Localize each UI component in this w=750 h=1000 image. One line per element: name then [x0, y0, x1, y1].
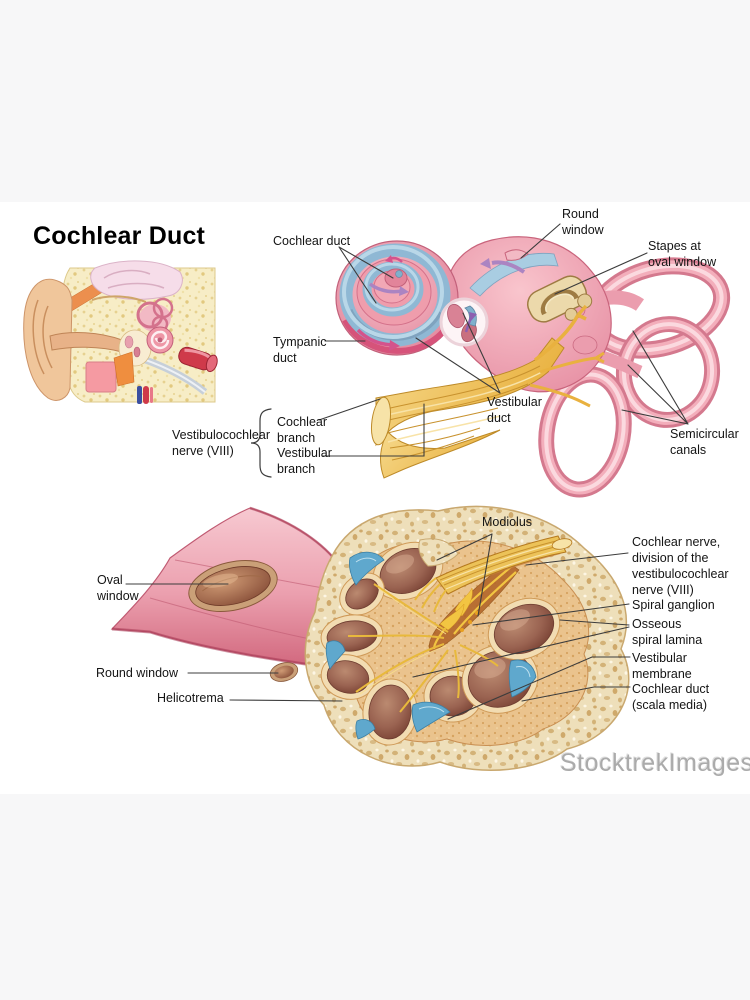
bone-notch [418, 538, 459, 567]
label-vestibular-membrane: Vestibular membrane [632, 651, 692, 681]
label-cochlear-branch: Cochlear branch [277, 415, 328, 445]
label-oval-window: Oval window [97, 573, 139, 603]
tube-shade [111, 627, 313, 667]
labyrinth-figure [335, 236, 731, 498]
label-stapes-oval-window: Stapes at oval window [648, 239, 717, 269]
artery-vessel [143, 386, 149, 404]
spiral-ganglion-dot [468, 620, 472, 624]
nerve-flame [439, 603, 465, 631]
inset-cochlea-center [157, 337, 163, 343]
spiral-ganglion-dot [460, 628, 464, 632]
label-round-window-top: Round window [562, 207, 604, 237]
leader-spiral-ganglion [472, 603, 630, 626]
leader-osseous-spiral-lamina [412, 619, 630, 678]
nerve-cut-face [551, 538, 573, 550]
tube-line [149, 597, 316, 641]
carotid-tube [178, 346, 218, 373]
cochlea-spiral [335, 240, 459, 356]
leader-cochlear-nerve [525, 552, 629, 566]
label-cochlear-duct-scala-media: Cochlear duct (scala media) [632, 682, 710, 712]
flow-arrow [368, 282, 403, 294]
leader-cochlear-duct [338, 246, 394, 304]
vestibular-duct-band [469, 252, 559, 297]
flow-arrow [491, 260, 526, 274]
leader-vestibular-membrane [447, 656, 631, 720]
cochlear-nerve-bundle [414, 535, 573, 613]
leader-stapes [554, 252, 648, 295]
nerve-frayed-ends [414, 577, 447, 613]
label-helicotrema: Helicotrema [157, 691, 224, 705]
bone-fold-line [91, 295, 147, 303]
nerve-branch [533, 304, 588, 362]
nerve-branch [529, 383, 591, 408]
flow-arrowhead [480, 258, 491, 269]
saccule-utricle [439, 297, 489, 347]
round-window-shape [269, 662, 299, 682]
vein-vessel [137, 386, 142, 404]
label-vestibular-branch: Vestibular branch [277, 446, 332, 476]
leader-cochlear-duct-scala [521, 686, 631, 702]
nerve-branch [539, 351, 605, 374]
ossicle [133, 346, 141, 358]
vessel-highlight [150, 387, 153, 403]
vestibulocochlear-nerve-shape [370, 304, 605, 479]
label-cochlear-duct: Cochlear duct [273, 234, 351, 248]
brain-folds [90, 260, 183, 300]
leader-helicotrema [229, 699, 343, 702]
label-spiral-ganglion: Spiral ganglion [632, 598, 715, 612]
orange-wedge [113, 351, 135, 387]
ear-cross-section-inset [23, 260, 218, 404]
scala-media-ducts [325, 551, 537, 740]
label-round-window-bottom: Round window [96, 666, 178, 680]
label-tympanic-duct: Tympanic duct [273, 335, 327, 365]
flow-arrow [356, 328, 393, 347]
ampulla [572, 335, 598, 355]
pinna-fold [32, 299, 45, 375]
label-modiolus: Modiolus [482, 515, 533, 529]
leader-vestibular-duct [415, 312, 501, 394]
stapes-shape [526, 275, 593, 323]
brain-fold-line [103, 269, 151, 279]
label-vestibulocochlear-nerve: Vestibulocochlear nerve (VIII) [172, 428, 270, 458]
leader-modiolus [436, 533, 493, 617]
cochlea-cross-section-figure [110, 505, 630, 771]
ossicle [124, 335, 134, 349]
page-title: Cochlear Duct [33, 222, 206, 250]
label-osseous-spiral-lamina: Osseous spiral lamina [632, 617, 703, 647]
leader-round-window-top [520, 223, 561, 259]
curly-brace [250, 408, 272, 478]
pinna-fold [42, 305, 53, 369]
oval-window-shape [188, 560, 278, 612]
label-vestibular-duct: Vestibular duct [487, 395, 542, 425]
inset-cochlea-spiral [150, 330, 170, 350]
leader-lines [125, 223, 689, 720]
round-window-bump [504, 249, 529, 261]
label-semicircular-canals: Semicircular canals [670, 427, 739, 457]
modiolus-nerve-core [347, 561, 520, 713]
leader-cochlear-branch [318, 398, 381, 421]
salmon-muscle-block [85, 361, 117, 393]
leader-semicircular-canals [621, 330, 689, 425]
leader-vestibular-branch [322, 403, 425, 457]
watermark: StocktrekImages [560, 749, 750, 777]
label-cochlear-nerve: Cochlear nerve, division of the vestibul… [632, 535, 729, 597]
brain-fold-line [107, 282, 165, 289]
inset-semicircular-canal [136, 301, 164, 329]
nerve-cut-face [370, 396, 392, 446]
cochlea-apex [384, 268, 408, 288]
